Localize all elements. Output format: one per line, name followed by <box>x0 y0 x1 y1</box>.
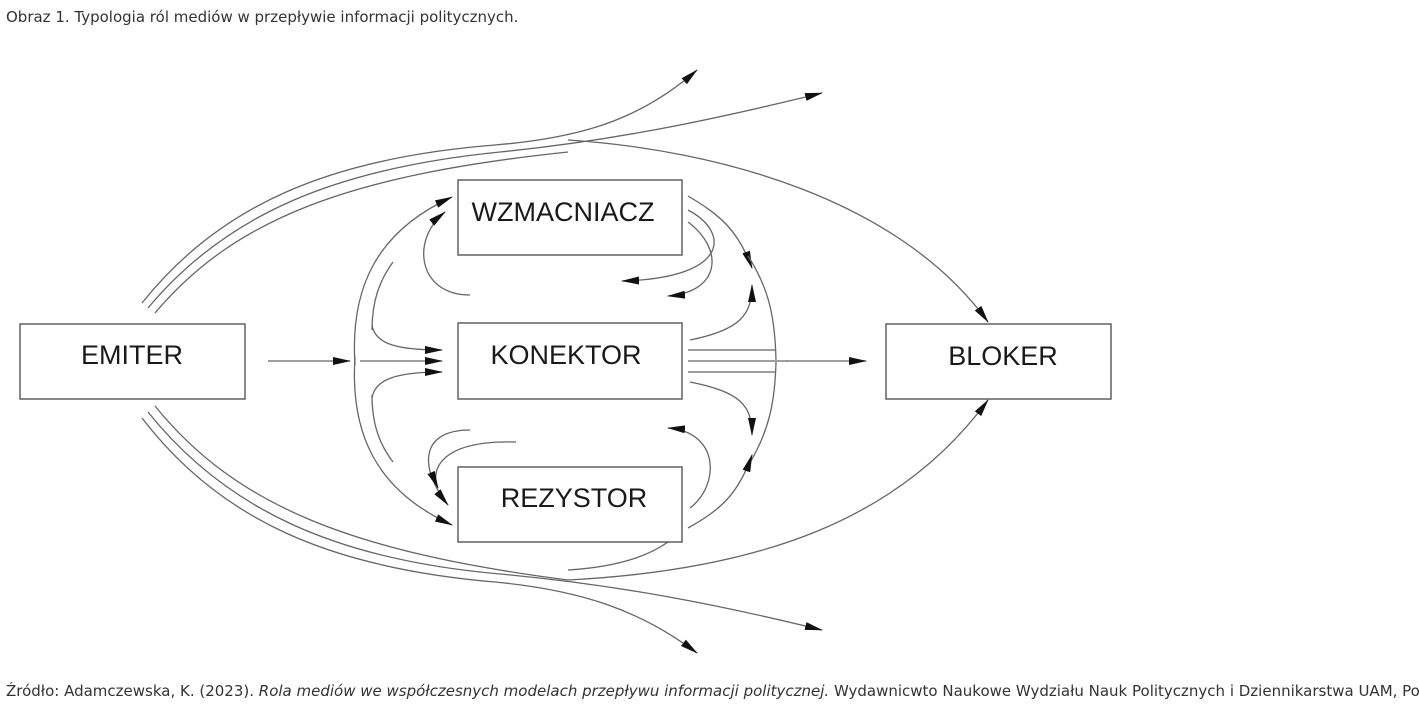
source-title: Rola mediów we współczesnych modelach pr… <box>258 682 830 700</box>
node-konektor: KONEKTOR <box>457 322 683 400</box>
source-prefix: Źródło: Adamczewska, K. (2023). <box>6 682 259 700</box>
left-branches <box>353 196 517 526</box>
node-rezystor-label: REZYSTOR <box>501 483 648 513</box>
source-suffix: Wydawnicwto Naukowe Wydziału Nauk Polity… <box>829 682 1419 700</box>
top-outer-streams <box>141 69 989 323</box>
figure-caption: Obraz 1. Typologia ról mediów w przepływ… <box>6 8 519 26</box>
node-rezystor: REZYSTOR <box>457 466 683 543</box>
main-flow-arrows <box>268 349 867 373</box>
node-wzmacniacz: WZMACNIACZ <box>457 179 683 256</box>
figure-source: Źródło: Adamczewska, K. (2023). Rola med… <box>6 682 1419 700</box>
node-bloker: BLOKER <box>885 323 1112 400</box>
node-emiter: EMITER <box>19 323 246 400</box>
node-bloker-label: BLOKER <box>948 341 1058 371</box>
node-konektor-label: KONEKTOR <box>490 340 641 370</box>
node-wzmacniacz-label: WZMACNIACZ <box>472 197 655 227</box>
bottom-outer-streams <box>141 399 989 654</box>
node-emiter-label: EMITER <box>81 340 183 370</box>
right-branches <box>567 195 777 571</box>
